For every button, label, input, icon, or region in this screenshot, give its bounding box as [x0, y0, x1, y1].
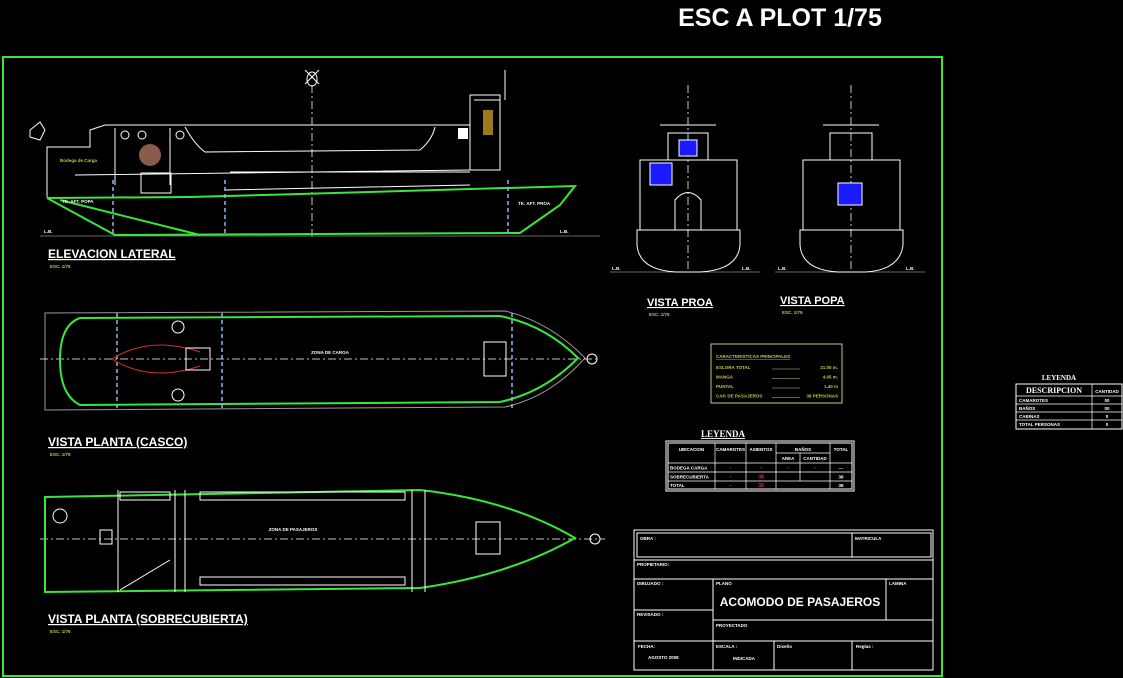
passenger-zone-label: ZONA DE PASAJEROS	[269, 527, 318, 532]
legend-cell: –	[760, 466, 763, 472]
deck-plan-view: ZONA DE PASAJEROS VISTA PLANTA (SOBRECUB…	[40, 488, 605, 634]
drawing-frame	[2, 56, 943, 677]
bow-view-scale: ESC. 1/75	[649, 312, 670, 317]
legend-row-label: TOTAL PERSONAS	[1019, 422, 1060, 427]
legend-cell: –	[729, 466, 732, 472]
hull-plan-view: ZONA DE CARGA VISTA PLANTA (CASCO) ESC. …	[40, 310, 600, 457]
legend-subheader: AREA	[782, 456, 796, 461]
legend-row-label: BAÑOS	[1019, 405, 1035, 411]
elevation-title: ELEVACION LATERAL	[48, 247, 176, 261]
legend-cell: 38	[758, 483, 764, 489]
legend-subheader: CANTIDAD	[803, 456, 827, 461]
bow-view-title: VISTA PROA	[647, 297, 713, 309]
legend-header: CAMAROTES	[716, 447, 745, 452]
cargo-zone-label: ZONA DE CARGA	[311, 350, 350, 355]
bow-tank-label: TK. AFT. PROA	[518, 201, 551, 206]
legend-center: LEYENDA UBICACION CAMAROTES ASIENTOS BAÑOS T…	[665, 429, 855, 492]
wheelhouse	[469, 70, 506, 171]
plano-value: ACOMODO DE PASAJEROS	[720, 595, 880, 609]
bow-view: L.B. L.B. VISTA PROA ESC. 1/75	[610, 85, 760, 317]
waterline-label: L.B.	[612, 266, 621, 271]
stern-tank-label: TK. AFT. POPA	[62, 199, 94, 204]
deck-outline	[44, 488, 578, 594]
legend-header: CANTIDAD	[1095, 389, 1119, 394]
characteristic-label: CAP. DE PASAJEROS	[716, 394, 762, 399]
hull-plan-scale: ESC. 1/75	[50, 452, 71, 457]
characteristic-label: ESLORA TOTAL	[716, 365, 751, 370]
legend-header: ASIENTOS	[750, 447, 773, 452]
legend-cell: SOBRECUBIERTA	[670, 475, 710, 480]
stern-view-title: VISTA POPA	[780, 295, 845, 307]
deck-plan-scale: ESC. 1/75	[50, 629, 71, 634]
plano-label: PLANO	[716, 581, 732, 586]
propietario-label: PROPIETARIO:	[637, 562, 670, 567]
tank-circle	[139, 144, 161, 166]
legend-row-value: 00	[1104, 406, 1110, 411]
elevation-scale: ESC. 1/75	[50, 264, 71, 269]
legend-right-title: LEYENDA	[1042, 374, 1076, 382]
waterline-label: L.B.	[44, 229, 53, 234]
legend-cell: TOTAL	[670, 483, 685, 488]
mast-symbol-icon	[304, 69, 320, 87]
legend-cell: 38	[758, 475, 764, 481]
legend-cell: —	[839, 466, 844, 471]
revisado-label: REVISADO :	[637, 612, 664, 617]
legend-cell: BODEGA CARGA	[670, 466, 708, 471]
stern-view: L.B. L.B. VISTA POPA ESC. 1/75	[775, 85, 925, 315]
characteristic-value: 4.05 m.	[823, 375, 838, 380]
characteristic-value: 38 PERSONAS	[806, 394, 838, 399]
plot-scale-title: ESC A PLOT 1/75	[678, 4, 882, 32]
legend-cell: –	[729, 475, 732, 481]
characteristic-label: MANGA	[716, 375, 734, 380]
legend-title: LEYENDA	[701, 429, 746, 439]
legend-row-label: CABINAS	[1019, 414, 1040, 419]
characteristics-box: CARACTERISTICAS PRINCIPALES ESLORA TOTAL…	[710, 343, 843, 404]
fecha-value: AGOSTO 2008	[648, 655, 679, 660]
lamina-label: LAMINA	[889, 581, 907, 586]
characteristic-value: 1.40 m	[824, 384, 838, 389]
legend-cell: 38	[838, 475, 844, 480]
stern-view-scale: ESC. 1/75	[782, 310, 803, 315]
deck-plan-title: VISTA PLANTA (SOBRECUBIERTA)	[48, 612, 248, 626]
legend-cell: –	[814, 466, 817, 472]
flag-icon	[29, 121, 46, 141]
hull-outline	[58, 314, 580, 407]
dibujo-label: Diseño	[777, 644, 792, 649]
escala-label: ESCALA :	[716, 644, 738, 649]
characteristic-value: 21.00 m.	[820, 365, 838, 370]
legend-header: BAÑOS	[795, 446, 811, 452]
legend-header: UBICACION	[679, 447, 705, 452]
reglas-label: Reglas :	[856, 644, 874, 649]
title-block: OBRA : MATRICULA PROPIETARIO: DIBUJADO :…	[633, 529, 934, 671]
legend-cell: 38	[838, 483, 844, 488]
waterline-label: L.B.	[778, 266, 787, 271]
matricula-label: MATRICULA	[855, 536, 882, 541]
characteristic-label: PUNTAL	[716, 384, 734, 389]
waterline-label: L.B.	[906, 266, 915, 271]
hull-plan-title: VISTA PLANTA (CASCO)	[48, 435, 187, 449]
legend-cell: –	[787, 466, 790, 472]
room-label: Bodega de Carga	[60, 158, 98, 163]
proyectado-label: PROYECTADO	[716, 623, 748, 628]
legend-cell: –	[729, 483, 732, 489]
legend-row-value: 00	[1104, 398, 1110, 403]
legend-row-label: CAMAROTES	[1019, 398, 1048, 403]
obra-label: OBRA :	[640, 536, 656, 541]
legend-row-value: 0	[1106, 422, 1109, 427]
dibujado-label: DIBUJADO :	[637, 581, 664, 586]
legend-header: TOTAL	[834, 447, 849, 452]
legend-header: DESCRIPCION	[1026, 386, 1082, 395]
waterline-label: L.B.	[742, 266, 751, 271]
hull-profile	[46, 184, 578, 237]
fecha-label: FECHA:	[638, 644, 655, 649]
characteristics-title: CARACTERISTICAS PRINCIPALES	[716, 354, 790, 359]
legend-row-value: 0	[1106, 414, 1109, 419]
waterline-label: L.B.	[560, 229, 569, 234]
escala-value: INDICADA	[733, 656, 756, 661]
elevation-view: Bodega de Carga TK. AFT. POPA TK. AFT. P…	[29, 69, 600, 269]
door	[483, 110, 493, 135]
